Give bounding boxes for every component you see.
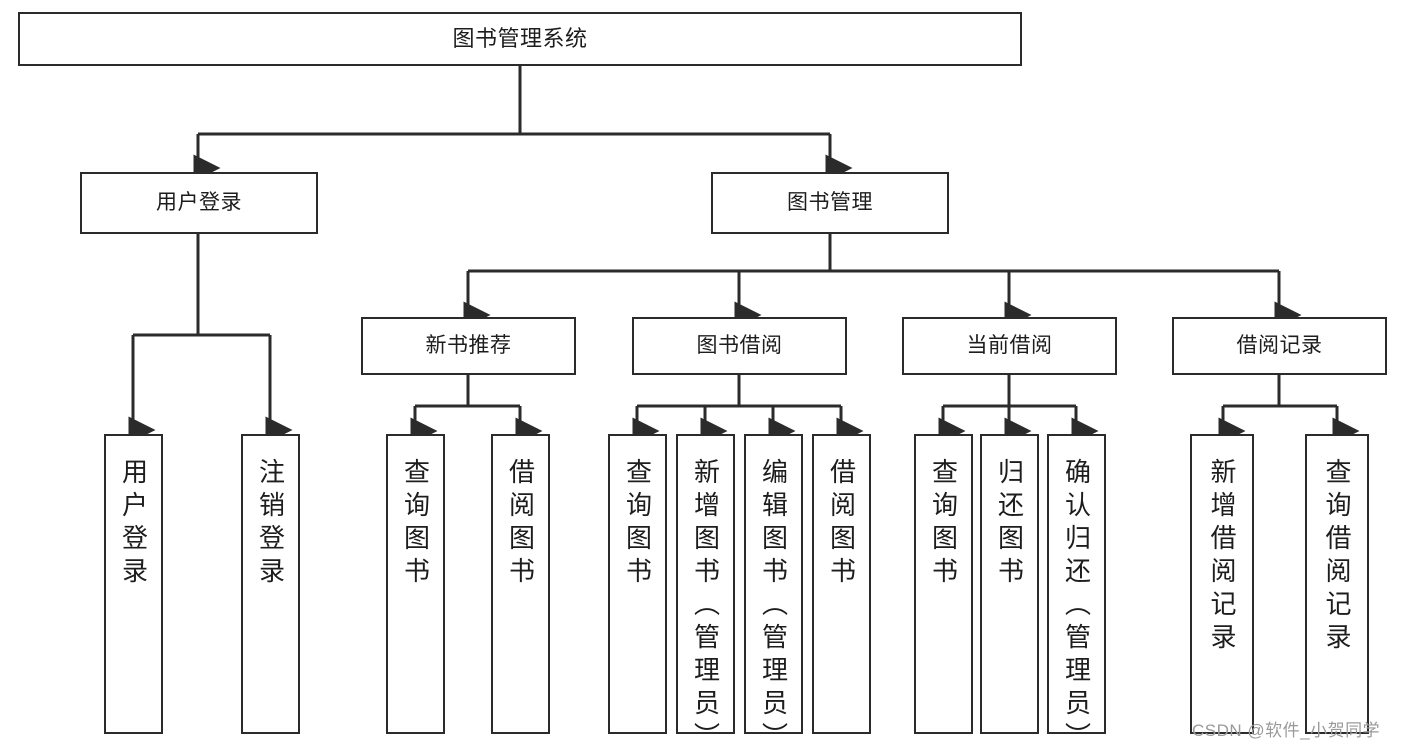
node-label: 借阅记录 [1236,333,1323,357]
leaf-label: 确认归还（管理员） [1061,458,1092,747]
leaf-label: 编辑图书（管理员） [758,458,789,747]
node-user-login[interactable]: 用户登录 [80,172,318,234]
leaf-add-book[interactable]: 新增图书（管理员） [676,434,735,747]
node-label: 图书管理系统 [452,26,588,52]
node-new-book-recommend[interactable]: 新书推荐 [361,317,576,375]
node-book-management[interactable]: 图书管理 [711,172,949,234]
leaf-label: 查询图书 [400,458,431,590]
leaf-edit-book[interactable]: 编辑图书（管理员） [744,434,803,747]
node-borrow-record[interactable]: 借阅记录 [1172,317,1387,375]
node-current-borrow[interactable]: 当前借阅 [902,317,1117,375]
node-label: 当前借阅 [966,333,1053,357]
leaf-query-book-current[interactable]: 查询图书 [914,434,973,734]
leaf-label: 新增图书（管理员） [690,458,721,747]
leaf-user-logout[interactable]: 注销登录 [241,434,300,734]
leaf-label: 查询图书 [928,458,959,590]
leaf-query-book-borrow[interactable]: 查询图书 [608,434,667,734]
leaf-label: 归还图书 [994,458,1025,590]
node-label: 用户登录 [156,190,242,214]
node-root-system[interactable]: 图书管理系统 [18,12,1022,66]
leaf-return-book[interactable]: 归还图书 [980,434,1039,734]
leaf-label: 借阅图书 [505,458,536,590]
leaf-borrow-book-recommend[interactable]: 借阅图书 [491,434,550,734]
node-label: 新书推荐 [425,333,512,357]
leaf-confirm-return[interactable]: 确认归还（管理员） [1047,434,1106,747]
leaf-label: 注销登录 [255,458,286,590]
leaf-label: 用户登录 [118,458,149,590]
leaf-borrow-book[interactable]: 借阅图书 [812,434,871,734]
leaf-label: 查询借阅记录 [1322,458,1352,656]
leaf-label: 查询图书 [622,458,653,590]
node-label: 图书借阅 [696,333,783,357]
leaf-query-book-recommend[interactable]: 查询图书 [386,434,445,734]
csdn-watermark: CSDN @软件_小贺同学 [1192,721,1381,740]
leaf-add-borrow-record[interactable]: 新增借阅记录 [1190,434,1254,734]
leaf-query-borrow-record[interactable]: 查询借阅记录 [1305,434,1369,734]
leaf-label: 新增借阅记录 [1207,458,1237,656]
node-book-borrow[interactable]: 图书借阅 [632,317,847,375]
leaf-user-login[interactable]: 用户登录 [104,434,163,734]
leaf-label: 借阅图书 [826,458,857,590]
node-label: 图书管理 [787,190,873,214]
